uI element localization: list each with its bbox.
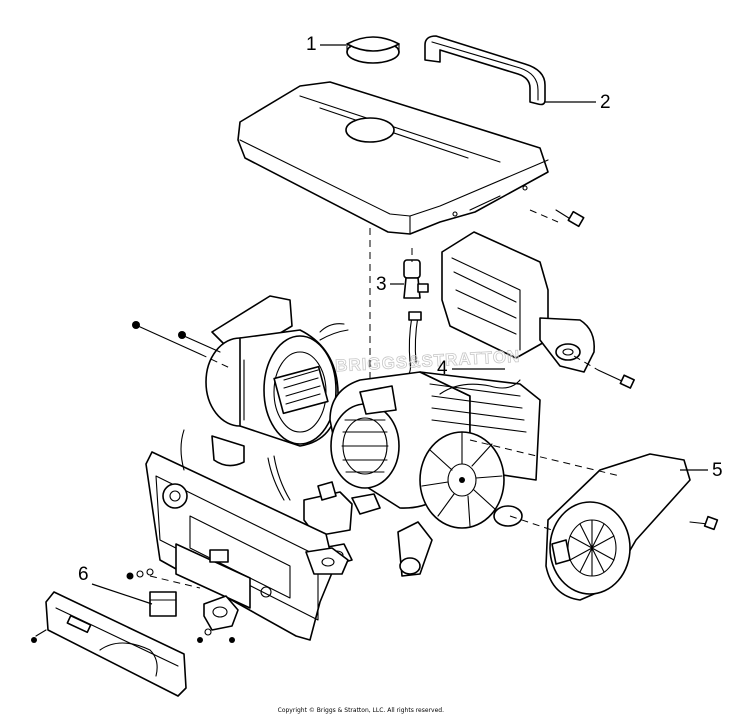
callout-number: 5 [712,460,723,481]
copyright-notice: Copyright © Briggs & Stratton, LLC. All … [278,707,444,714]
control-panel [145,429,349,641]
callout-6: 6 [78,564,153,605]
callout-4: 4 [437,358,505,379]
starter-bolt [689,515,719,531]
fuel-tank [237,81,549,235]
callout-5: 5 [680,460,723,481]
carry-handle [424,35,546,106]
callout-number: 3 [376,274,387,295]
callout-2: 2 [545,92,611,113]
alignment-lines [149,209,621,589]
callout-number: 1 [306,34,317,55]
alternator-bolts [132,321,221,355]
callout-number: 4 [437,358,448,379]
muffler [441,231,596,373]
callout-number: 2 [600,92,611,113]
outlet-block [149,591,239,631]
brand-watermark: BRIGGS&STRATTON [335,347,521,376]
panel-screws [126,568,235,643]
flywheel-fan [419,431,505,529]
fuel-cap [346,36,400,64]
callout-3: 3 [376,274,404,295]
panel-cover [31,591,187,697]
recoil-starter [545,453,691,601]
muffler-bolt [597,369,635,389]
callout-1: 1 [306,34,346,55]
tank-bolt [555,209,585,228]
callout-number: 6 [78,564,89,585]
alternator [205,295,349,467]
